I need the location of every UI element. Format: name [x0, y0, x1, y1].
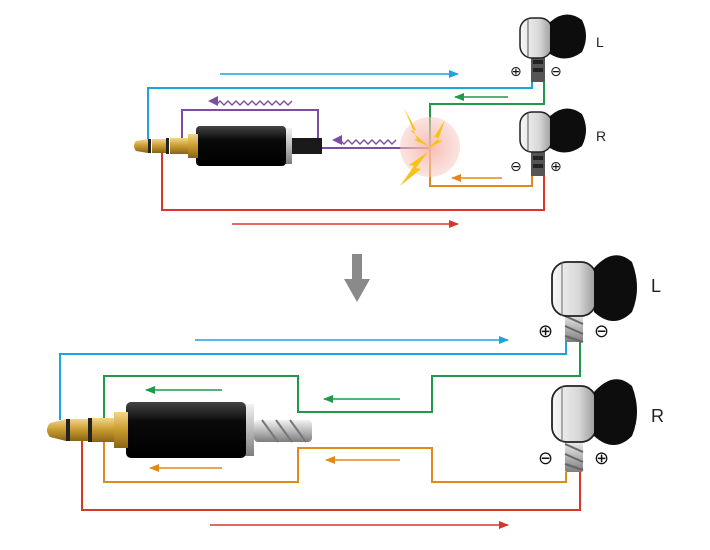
- bottom-label-left: L: [651, 276, 661, 296]
- top-noise-arrow-upper: [208, 96, 293, 106]
- bottom-diagram: L R ⊕ ⊖ ⊖ ⊕: [47, 255, 664, 529]
- bottom-right-minus-sign: ⊖: [538, 448, 553, 469]
- top-short-circuit-spark-icon: [400, 108, 460, 186]
- top-right-plus-sign: ⊕: [550, 159, 562, 175]
- top-diagram: L R ⊕ ⊖ ⊖ ⊕: [134, 14, 606, 228]
- bottom-right-signal-wire: [81, 436, 581, 511]
- top-right-signal-wire: [161, 152, 545, 211]
- bottom-left-minus-sign: ⊖: [594, 321, 609, 342]
- top-noise-arrow-lower: [332, 135, 397, 145]
- top-shorted-return-wire: [181, 109, 430, 149]
- bottom-right-return-wire: [103, 434, 567, 483]
- down-arrow-icon: [344, 254, 370, 302]
- top-audio-plug-icon: [134, 126, 322, 166]
- top-left-plus-sign: ⊕: [510, 64, 522, 80]
- bottom-left-plus-sign: ⊕: [538, 321, 553, 342]
- top-earbud-right-icon: [519, 108, 586, 176]
- bottom-left-return-wire: [103, 336, 581, 426]
- bottom-label-right: R: [651, 406, 664, 426]
- bottom-earbud-right-icon: [551, 379, 637, 472]
- bottom-earbud-left-icon: [551, 255, 637, 343]
- bottom-right-plus-sign: ⊕: [594, 448, 609, 469]
- top-left-signal-wire: [147, 80, 533, 140]
- bottom-audio-plug-icon: [47, 402, 312, 458]
- bottom-left-signal-wire: [59, 336, 567, 420]
- top-right-minus-sign: ⊖: [510, 159, 522, 175]
- top-label-right: R: [596, 128, 606, 144]
- top-earbud-left-icon: [519, 14, 586, 82]
- top-left-minus-sign: ⊖: [550, 64, 562, 80]
- top-label-left: L: [596, 34, 604, 50]
